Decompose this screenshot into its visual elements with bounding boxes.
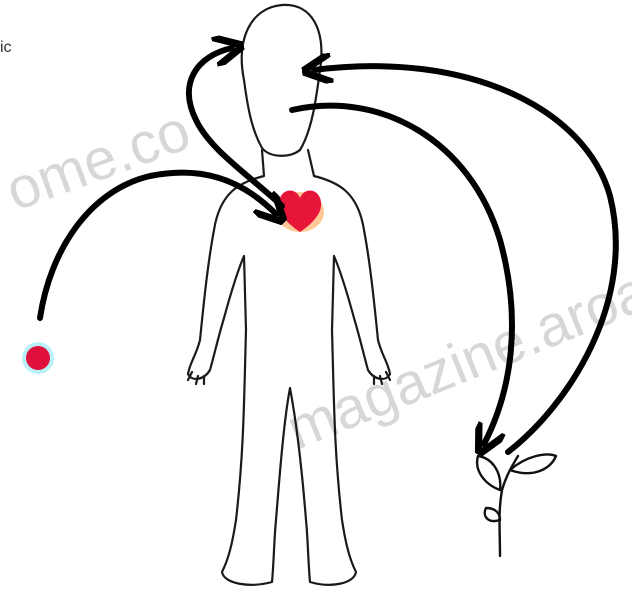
figure-head [242, 5, 322, 156]
edge-text-fragment: ic [0, 39, 12, 56]
human-figure-outline [188, 5, 390, 585]
sprout-leaf-low [485, 508, 500, 521]
sprout-icon [477, 455, 556, 556]
sprout-leaf-left [477, 456, 500, 490]
watermark-right: magazine.aroa [278, 258, 632, 462]
heart-icon [276, 191, 324, 233]
red-ball-icon [22, 342, 54, 374]
